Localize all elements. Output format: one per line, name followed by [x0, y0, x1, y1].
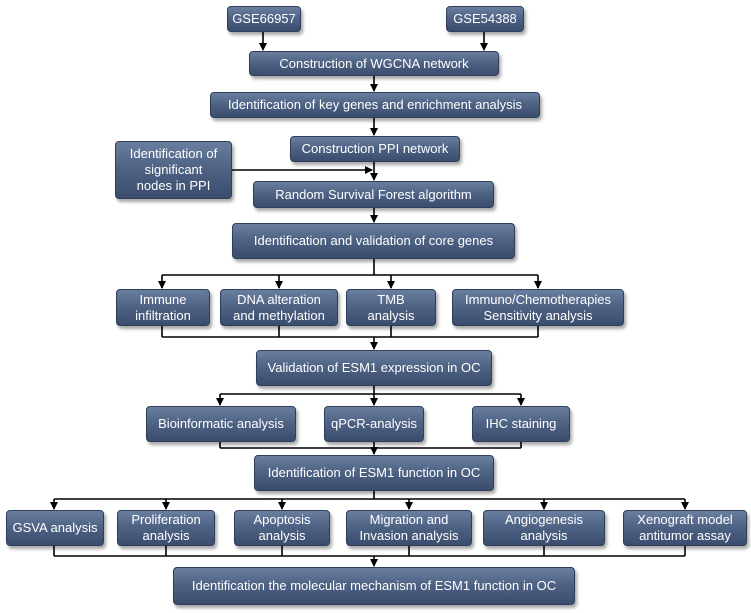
node-mechanism: Identification the molecular mechanism o… [173, 567, 575, 605]
node-gsva: GSVA analysis [6, 510, 104, 546]
node-proliferation: Proliferation analysis [117, 510, 215, 546]
node-bioinformatic: Bioinformatic analysis [146, 406, 296, 442]
node-gse66957: GSE66957 [227, 6, 301, 32]
node-xenograft: Xenograft model antitumor assay [623, 510, 747, 546]
node-key-genes: Identification of key genes and enrichme… [210, 92, 540, 118]
node-apoptosis: Apoptosis analysis [234, 510, 330, 546]
node-dna-alteration: DNA alteration and methylation [220, 289, 338, 326]
node-qpcr: qPCR-analysis [324, 406, 424, 442]
node-gse54388: GSE54388 [446, 6, 524, 32]
node-wgcna: Construction of WGCNA network [249, 51, 499, 76]
node-core-genes: Identification and validation of core ge… [232, 223, 515, 259]
node-ihc: IHC staining [472, 406, 570, 442]
node-angiogenesis: Angiogenesis analysis [483, 510, 605, 546]
node-immune-infiltration: Immune infiltration [116, 289, 210, 326]
node-ppi: Construction PPI network [290, 136, 460, 162]
node-esm1-expression: Validation of ESM1 expression in OC [256, 350, 492, 386]
node-immuno-chemo: Immuno/Chemotherapies Sensitivity analys… [452, 289, 624, 326]
node-significant-nodes: Identification of significant nodes in P… [115, 141, 232, 199]
node-migration: Migration and Invasion analysis [346, 510, 472, 546]
node-esm1-function: Identification of ESM1 function in OC [254, 455, 494, 491]
node-tmb: TMB analysis [346, 289, 436, 326]
node-rsf: Random Survival Forest algorithm [253, 181, 494, 208]
